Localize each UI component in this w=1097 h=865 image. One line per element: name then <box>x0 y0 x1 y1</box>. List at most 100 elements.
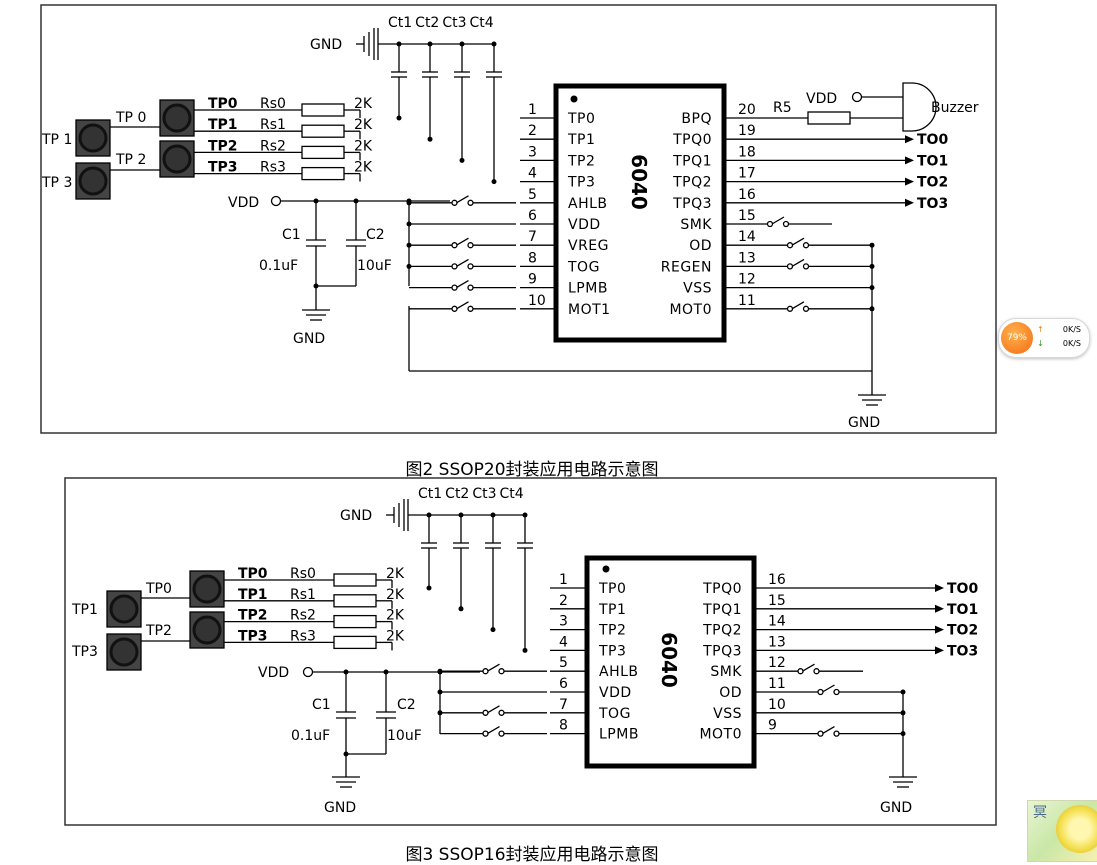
res-value: 2K <box>354 160 373 176</box>
resistor <box>333 614 377 629</box>
tp-signal-label: TP0 <box>208 96 238 112</box>
pin-name: MOT0 <box>699 727 742 743</box>
lemon-icon <box>1056 805 1097 853</box>
pin-number: 5 <box>528 187 537 203</box>
output-label: TO2 <box>917 175 948 191</box>
rs-label: Rs1 <box>260 117 286 133</box>
rs-label: Rs1 <box>290 587 316 603</box>
pin-name: AHLB <box>568 196 608 212</box>
gnd-label-right: GND <box>848 415 880 431</box>
chip-name: 6040 <box>627 154 651 210</box>
pin-name: BPQ <box>681 111 712 127</box>
pin-name: TP3 <box>567 175 595 191</box>
gnd-label-c: GND <box>293 331 325 347</box>
pin-number: 11 <box>738 293 756 309</box>
pin-number: 12 <box>738 272 756 288</box>
tp1-pad-label-2: TP1 <box>71 602 98 618</box>
pin-number: 2 <box>559 593 568 609</box>
network-speed-widget[interactable]: 79% ↑0K/S ↓0K/S <box>998 318 1090 358</box>
tp2-pad-label-2: TP2 <box>145 623 172 639</box>
resistor <box>301 103 345 117</box>
res-value: 2K <box>354 117 373 133</box>
c2-label-2: C2 <box>397 697 416 713</box>
pin-number: 1 <box>528 102 537 118</box>
r5-resistor <box>807 111 851 125</box>
pin-name: TPQ1 <box>702 602 742 618</box>
pin-name: VREG <box>568 238 609 254</box>
output-label: TO3 <box>917 196 948 212</box>
pin-number: 16 <box>768 572 786 588</box>
pin-number: 1 <box>559 572 568 588</box>
pin-name: VSS <box>683 281 712 297</box>
c2-label: C2 <box>366 227 385 243</box>
pin-name: VDD <box>599 685 632 701</box>
tp1-pad-label: TP 1 <box>41 132 72 148</box>
pin-number: 18 <box>738 144 756 160</box>
tp-signal-label: TP1 <box>208 117 238 133</box>
pin-number: 16 <box>738 187 756 203</box>
pin-number: 9 <box>768 718 777 734</box>
pin-number: 14 <box>738 229 756 245</box>
corner-decoration-widget[interactable]: 冥 <box>1027 800 1097 862</box>
pin-name: VSS <box>713 706 742 722</box>
pin-name: REGEN <box>661 259 712 275</box>
res-value: 2K <box>386 587 405 603</box>
output-label: TO2 <box>947 623 978 639</box>
pin-number: 12 <box>768 655 786 671</box>
pin-name: MOT1 <box>568 302 611 318</box>
pin-name: LPMB <box>599 727 639 743</box>
tp-signal-label: TP3 <box>238 628 268 644</box>
vdd-label: VDD <box>228 195 259 211</box>
res-value: 2K <box>354 138 373 154</box>
tp3-pad-label: TP 3 <box>41 175 72 191</box>
pin-name: TPQ2 <box>672 175 712 191</box>
rs-label: Rs0 <box>290 566 316 582</box>
res-value: 2K <box>354 96 373 112</box>
pin-name: TP3 <box>598 643 626 659</box>
gnd-label-c-2: GND <box>324 800 356 816</box>
pin-number: 6 <box>528 208 537 224</box>
pin-name: TP1 <box>567 132 595 148</box>
pin-number: 20 <box>738 102 756 118</box>
pin-name: TOG <box>598 706 631 722</box>
pin-name: TP1 <box>598 602 626 618</box>
pin-number: 14 <box>768 614 786 630</box>
pin-number: 7 <box>559 697 568 713</box>
pin-name: TPQ3 <box>702 643 742 659</box>
cpu-percent-badge: 79% <box>1001 322 1033 354</box>
pin-name: MOT0 <box>669 302 712 318</box>
vdd-label-2: VDD <box>258 665 289 681</box>
arrow-up-icon: ↑ <box>1037 325 1044 334</box>
chip-name-2: 6040 <box>657 632 681 688</box>
c2-value-2: 10uF <box>387 728 422 744</box>
pin-number: 19 <box>738 123 756 139</box>
vdd-label-buzzer: VDD <box>806 91 837 107</box>
c1-label: C1 <box>282 227 301 243</box>
touch-capacitors <box>391 41 502 185</box>
pin-number: 17 <box>738 166 756 182</box>
pin-number: 10 <box>768 697 786 713</box>
resistor <box>333 594 377 608</box>
tp0-pad-label-2: TP0 <box>145 581 172 597</box>
pin-number: 10 <box>528 293 546 309</box>
pin-name: AHLB <box>599 664 639 680</box>
chip-right-pins: BPQ20TPQ019TPQ118TPQ217TPQ316SMK15OD14RE… <box>661 102 875 318</box>
gnd-label-top-2: GND <box>340 508 372 524</box>
pin-number: 11 <box>768 676 786 692</box>
pin-name: TPQ0 <box>702 581 742 597</box>
pin-name: LPMB <box>568 281 608 297</box>
output-label: TO0 <box>917 132 948 148</box>
resistor <box>301 166 345 181</box>
tp-signal-label: TP3 <box>208 160 238 176</box>
pin-name: TPQ3 <box>672 196 712 212</box>
pin-number: 5 <box>559 655 568 671</box>
pin-name: TPQ2 <box>702 623 742 639</box>
resistor <box>301 145 345 160</box>
res-value: 2K <box>386 566 405 582</box>
rs-label: Rs2 <box>290 608 316 624</box>
